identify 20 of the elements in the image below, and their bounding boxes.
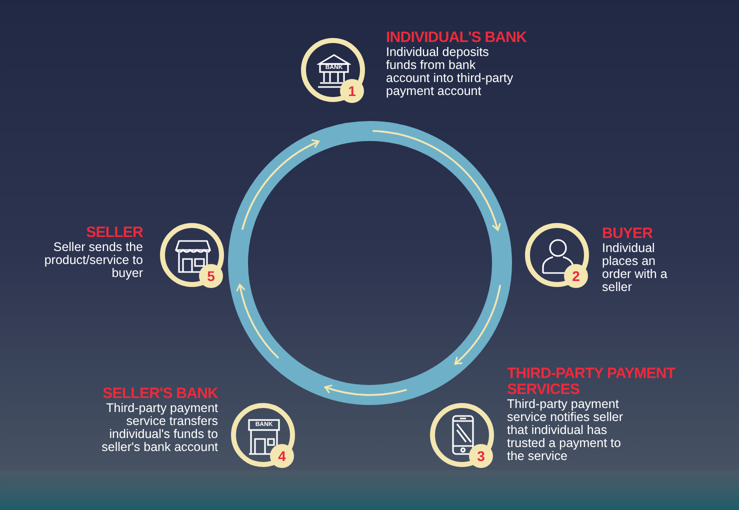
- step-heading: INDIVIDUAL'S BANK: [386, 30, 527, 46]
- cycle-arrow: [372, 130, 501, 231]
- step-heading: SELLER: [86, 225, 143, 241]
- cycle-arrow: [454, 284, 502, 365]
- step-heading: SELLER'S BANK: [102, 386, 218, 402]
- step-description: Individual deposits funds from bank account into third-party payment account: [386, 46, 514, 98]
- step-number-badge: 5: [199, 264, 223, 288]
- step-number-badge: 2: [564, 264, 588, 288]
- cycle-arrow: [241, 140, 320, 230]
- step-number-badge: 1: [340, 79, 364, 103]
- step-heading: THIRD-PARTY PAYMENT SERVICES: [507, 366, 676, 398]
- step-heading: BUYER: [602, 226, 653, 242]
- step-description: Third-party payment service notifies seller that individual has trusted a payment to the service: [507, 398, 624, 463]
- step-description: Seller sends the product/service to buyer: [43, 241, 143, 280]
- step-description: Individual places an order with a seller: [602, 242, 668, 294]
- step-number-badge: 4: [270, 444, 294, 468]
- step-number-badge: 3: [469, 444, 493, 468]
- cycle-arrow: [236, 284, 280, 359]
- cycle-arrow: [324, 384, 407, 396]
- step-description: Third-party payment service transfers individual's funds to seller's bank account: [100, 402, 218, 454]
